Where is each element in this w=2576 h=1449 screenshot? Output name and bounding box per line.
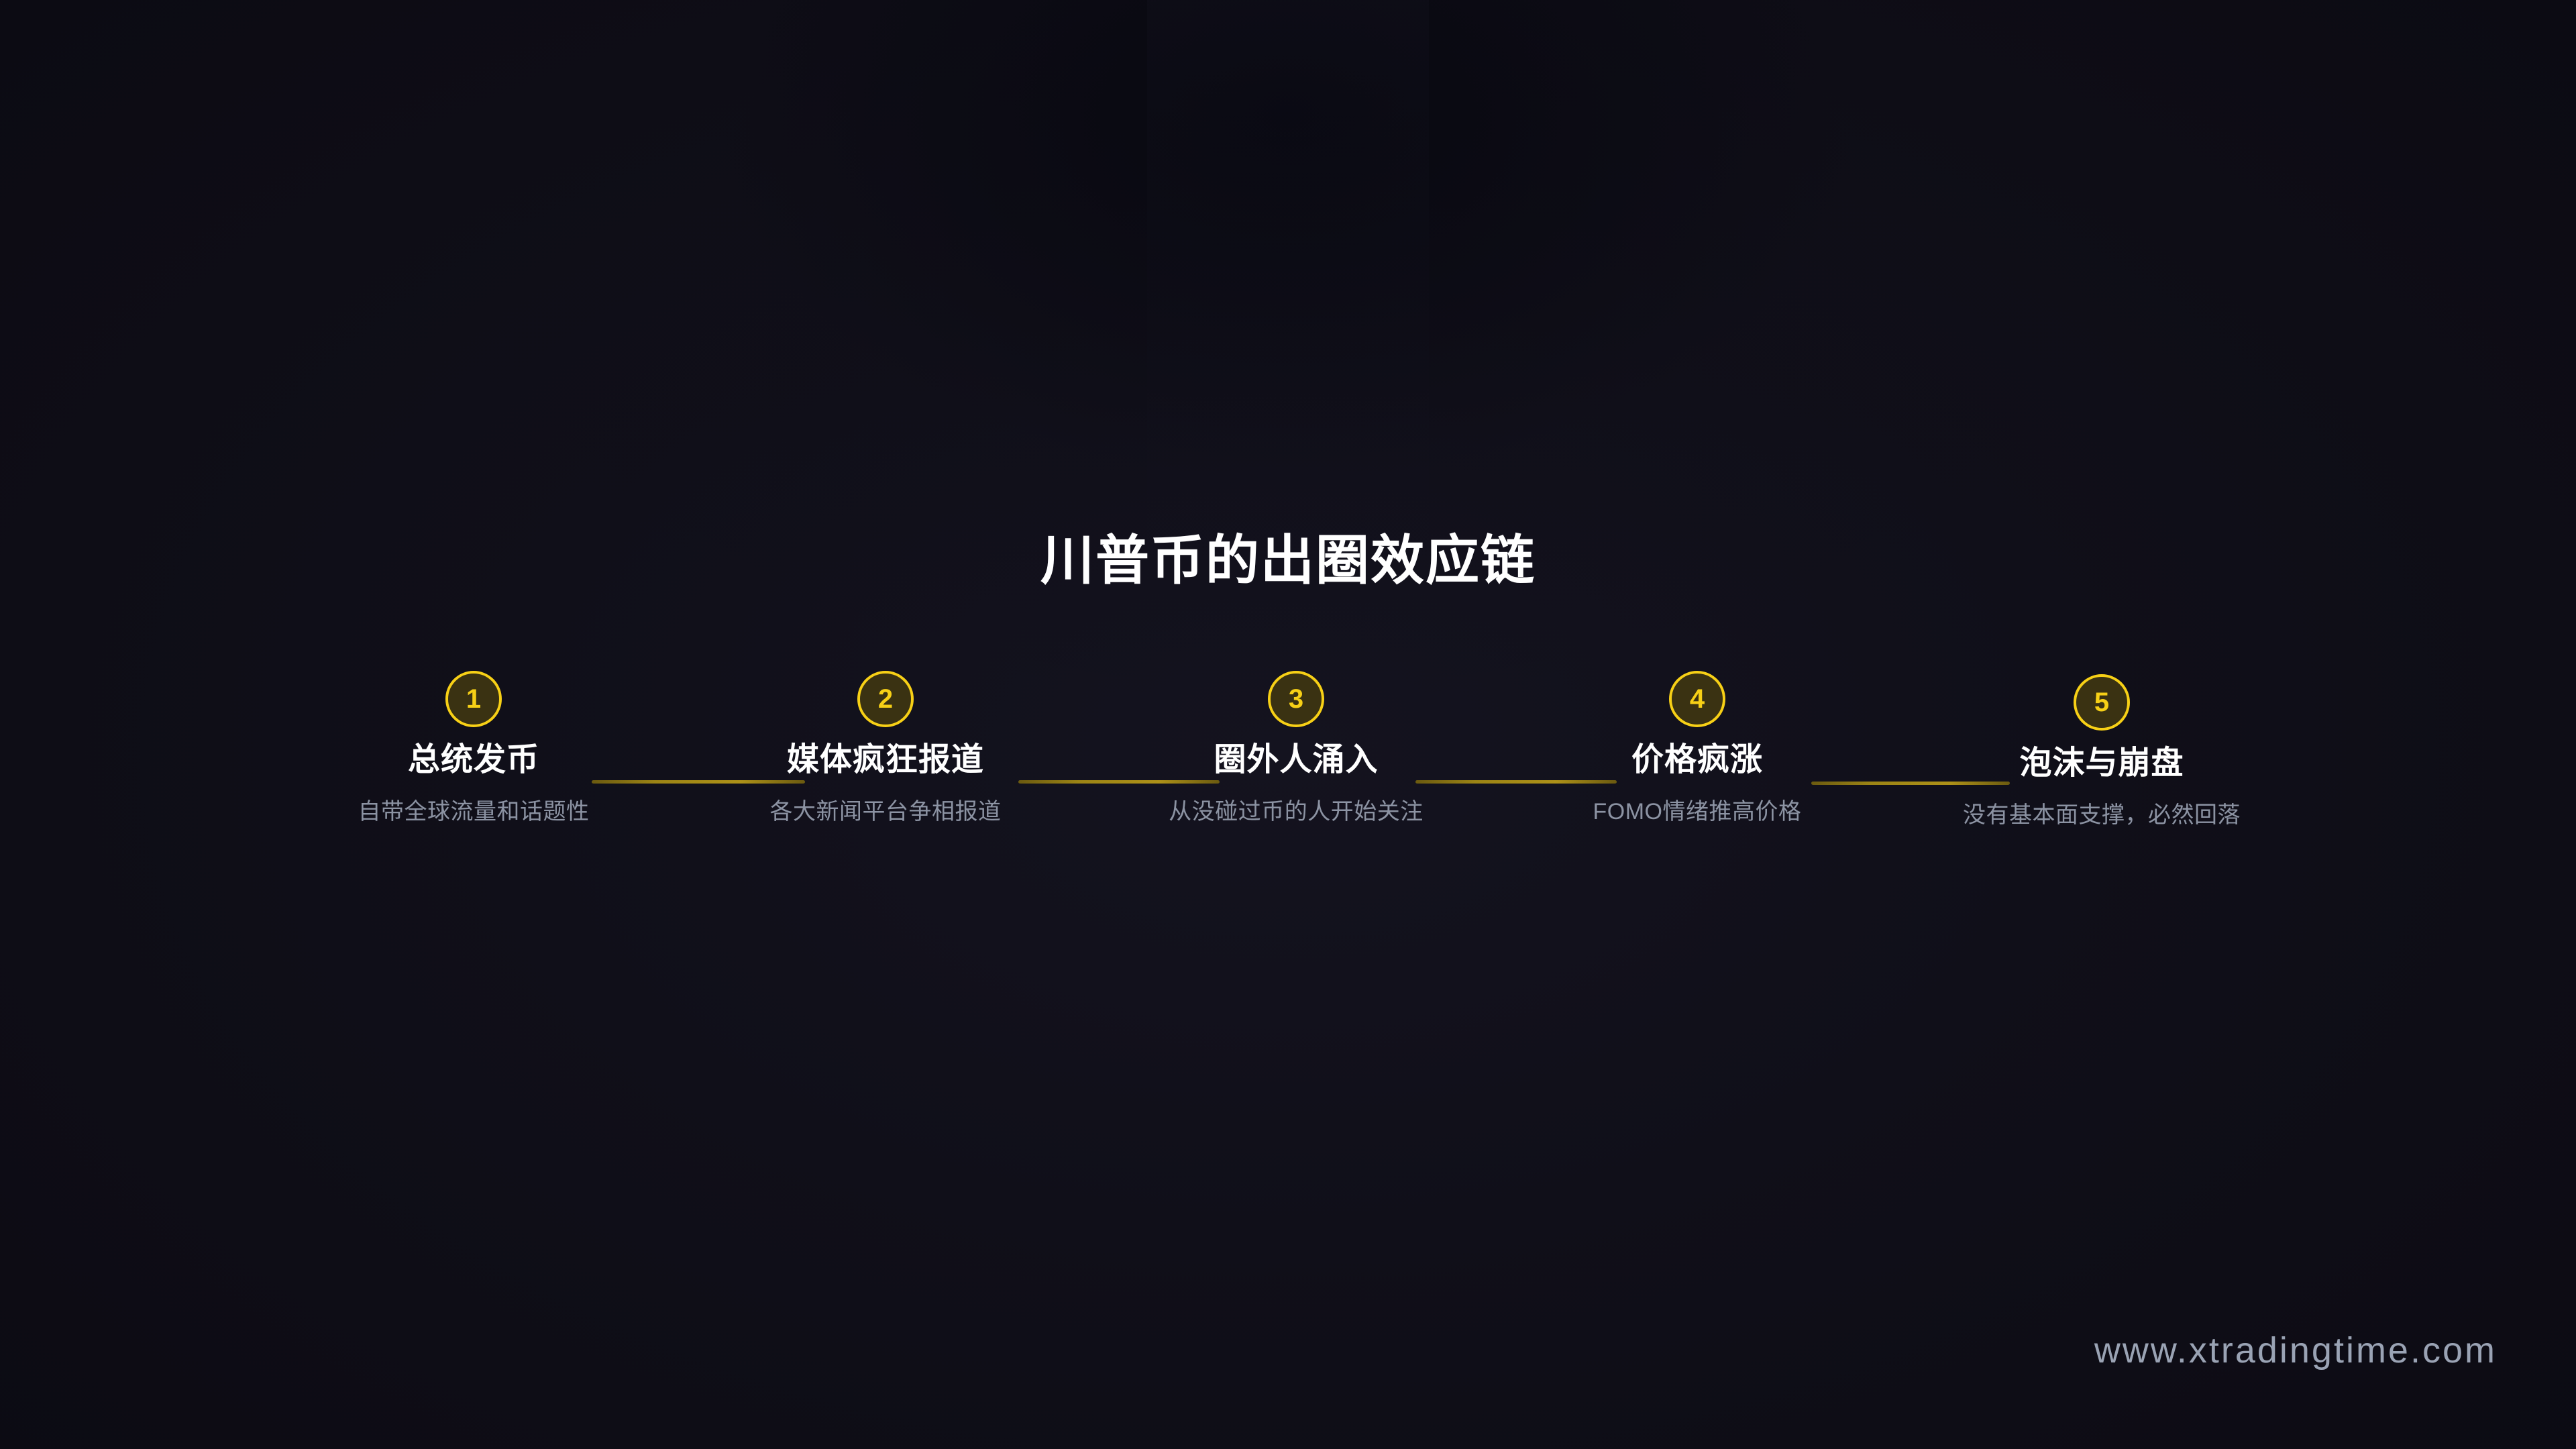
step-description-4: FOMO情绪推高价格: [1593, 798, 1802, 824]
step-title-4: 价格疯涨: [1631, 742, 1763, 777]
step-number-badge-2: 2: [857, 671, 914, 727]
step-number-label: 5: [2094, 688, 2110, 717]
step-description-5: 没有基本面支撑，必然回落: [1963, 802, 2241, 828]
step-number-badge-1: 1: [445, 671, 502, 727]
step-number-label: 4: [1689, 684, 1705, 714]
connector-3-4: [1415, 780, 1617, 784]
step-number-label: 2: [877, 684, 894, 714]
step-title-5: 泡沫与崩盘: [2019, 745, 2184, 781]
connector-4-5: [1811, 782, 2010, 785]
step-description-2: 各大新闻平台争相报道: [769, 798, 1002, 824]
page-title: 川普币的出圈效应链: [1040, 531, 1536, 590]
step-description-1: 自带全球流量和话题性: [358, 798, 590, 824]
step-title-1: 总统发币: [407, 742, 539, 777]
step-number-badge-3: 3: [1268, 671, 1324, 727]
step-number-label: 3: [1288, 684, 1304, 714]
site-watermark: www.xtradingtime.com: [2094, 1330, 2497, 1371]
step-description-3: 从没碰过币的人开始关注: [1169, 798, 1424, 824]
connector-1-2: [592, 780, 805, 784]
step-number-badge-4: 4: [1669, 671, 1725, 727]
chain-step-5[interactable]: 5 泡沫与崩盘 没有基本面支撑，必然回落: [1927, 674, 2276, 833]
step-title-3: 圈外人涌入: [1214, 742, 1379, 777]
chain-step-2[interactable]: 2 媒体疯狂报道 各大新闻平台争相报道: [711, 671, 1060, 829]
step-number-badge-5: 5: [2074, 674, 2130, 731]
step-title-2: 媒体疯狂报道: [786, 742, 984, 777]
chain-step-3[interactable]: 3 圈外人涌入 从没碰过币的人开始关注: [1122, 671, 1470, 829]
chain-step-1[interactable]: 1 总统发币 自带全球流量和话题性: [299, 671, 648, 829]
step-number-label: 1: [466, 684, 482, 714]
chain-step-4[interactable]: 4 价格疯涨 FOMO情绪推高价格: [1523, 671, 1872, 829]
connector-2-3: [1018, 780, 1220, 784]
